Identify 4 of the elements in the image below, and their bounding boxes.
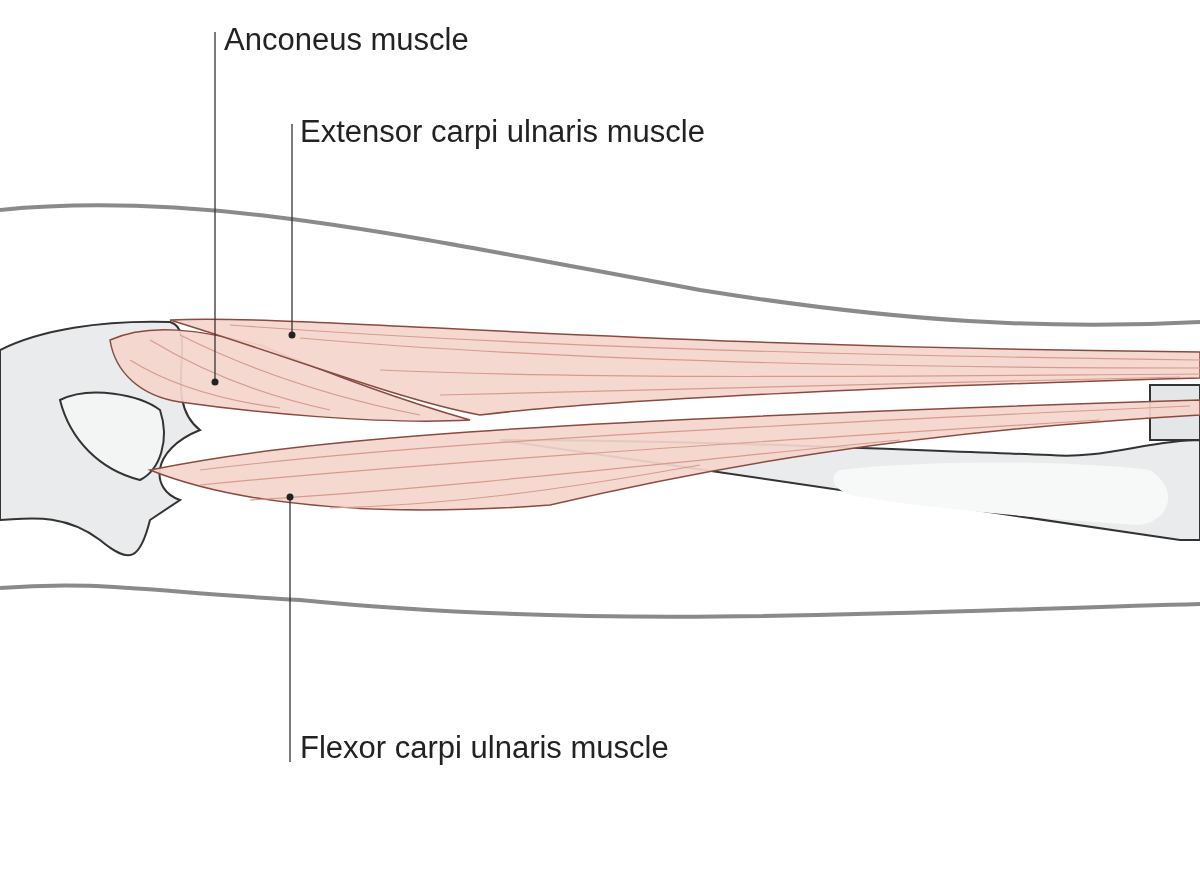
label-text: Anconeus muscle bbox=[224, 22, 469, 58]
muscle-drawing bbox=[109, 328, 471, 422]
label-text: Extensor carpi ulnaris muscle bbox=[300, 114, 705, 150]
label-text: Flexor carpi ulnaris muscle bbox=[300, 730, 669, 766]
